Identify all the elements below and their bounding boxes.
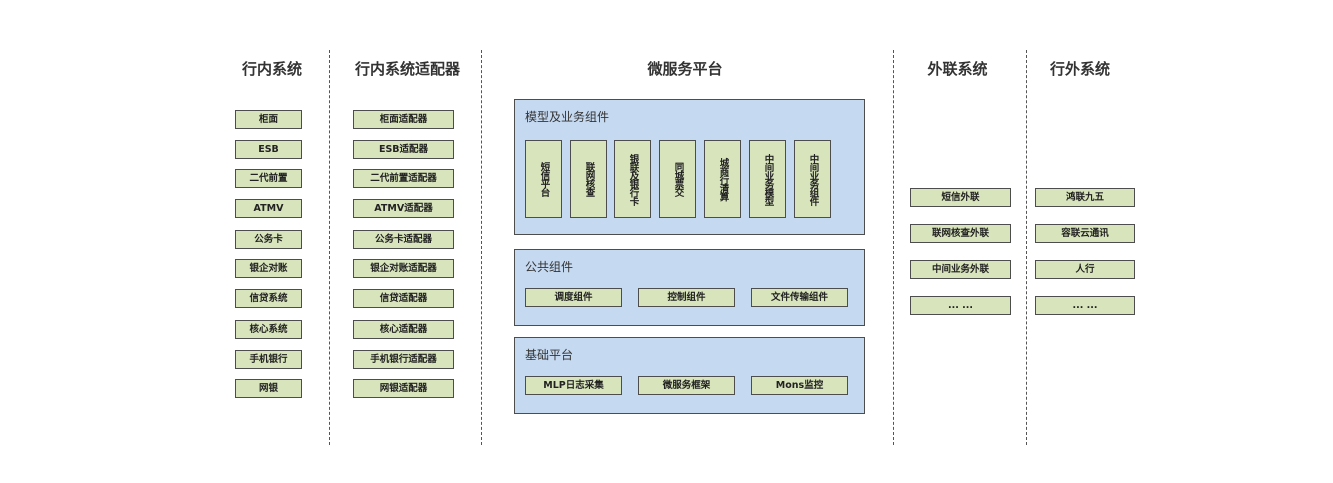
common-components-panel: 公共组件 调度组件 控制组件 文件传输组件 [514,249,865,326]
base-component-box: 微服务框架 [638,376,735,395]
model-component-label: 城商行清算 [717,157,729,201]
divider-1 [329,50,330,445]
common-component-box: 文件传输组件 [751,288,848,307]
external-system-box: 鸿联九五 [1035,188,1135,207]
model-component-label: 中间业务组件 [807,153,819,205]
internal-system-box: 信贷系统 [235,289,302,308]
adapter-box: 公务卡适配器 [353,230,454,249]
external-system-box: ... ... [1035,296,1135,315]
common-component-box: 调度组件 [525,288,622,307]
divider-4 [1026,50,1027,445]
model-component-box: 城商行清算 [704,140,741,218]
internal-system-box: ESB [235,140,302,159]
external-system-box: 容联云通讯 [1035,224,1135,243]
external-link-box: 联网核查外联 [910,224,1011,243]
adapter-box: 二代前置适配器 [353,169,454,188]
external-link-title: 外联系统 [927,60,988,78]
model-component-box: 联网核查 [570,140,607,218]
base-component-box: MLP日志采集 [525,376,622,395]
model-component-label: 联网核查 [583,162,595,196]
model-component-box: 中间业务模型 [749,140,786,218]
internal-system-box: 二代前置 [235,169,302,188]
model-component-label: 同城票交 [672,162,684,196]
external-link-box: 中间业务外联 [910,260,1011,279]
internal-system-box: 公务卡 [235,230,302,249]
model-component-label: 中间业务模型 [762,153,774,205]
internal-system-box: 网银 [235,379,302,398]
adapters-title: 行内系统适配器 [354,60,460,78]
external-systems-title: 行外系统 [1049,60,1110,78]
model-component-box: 银联及银行卡 [614,140,651,218]
internal-system-box: 银企对账 [235,259,302,278]
divider-2 [481,50,482,445]
adapter-box: 银企对账适配器 [353,259,454,278]
base-platform-title: 基础平台 [525,348,574,362]
model-component-box: 中间业务组件 [794,140,831,218]
external-link-box: 短信外联 [910,188,1011,207]
model-component-label: 银联及银行卡 [627,153,639,205]
internal-system-box: ATMV [235,199,302,218]
model-components-title: 模型及业务组件 [525,110,610,124]
base-component-box: Mons监控 [751,376,848,395]
model-component-box: 短信平台 [525,140,562,218]
adapter-box: 网银适配器 [353,379,454,398]
base-platform-panel: 基础平台 MLP日志采集 微服务框架 Mons监控 [514,337,865,414]
adapter-box: ESB适配器 [353,140,454,159]
adapter-box: 核心适配器 [353,320,454,339]
common-component-box: 控制组件 [638,288,735,307]
external-link-box: ... ... [910,296,1011,315]
adapter-box: 手机银行适配器 [353,350,454,369]
external-system-box: 人行 [1035,260,1135,279]
common-components-title: 公共组件 [525,260,574,274]
internal-system-box: 手机银行 [235,350,302,369]
adapter-box: 柜面适配器 [353,110,454,129]
adapter-box: ATMV适配器 [353,199,454,218]
model-component-label: 短信平台 [538,162,550,196]
internal-system-box: 核心系统 [235,320,302,339]
platform-title: 微服务平台 [647,60,723,78]
internal-system-box: 柜面 [235,110,302,129]
internal-systems-title: 行内系统 [241,60,302,78]
model-components-panel: 模型及业务组件 短信平台 联网核查 银联及银行卡 同城票交 城商行清算 中间业务… [514,99,865,235]
divider-3 [893,50,894,445]
model-component-box: 同城票交 [659,140,696,218]
adapter-box: 信贷适配器 [353,289,454,308]
